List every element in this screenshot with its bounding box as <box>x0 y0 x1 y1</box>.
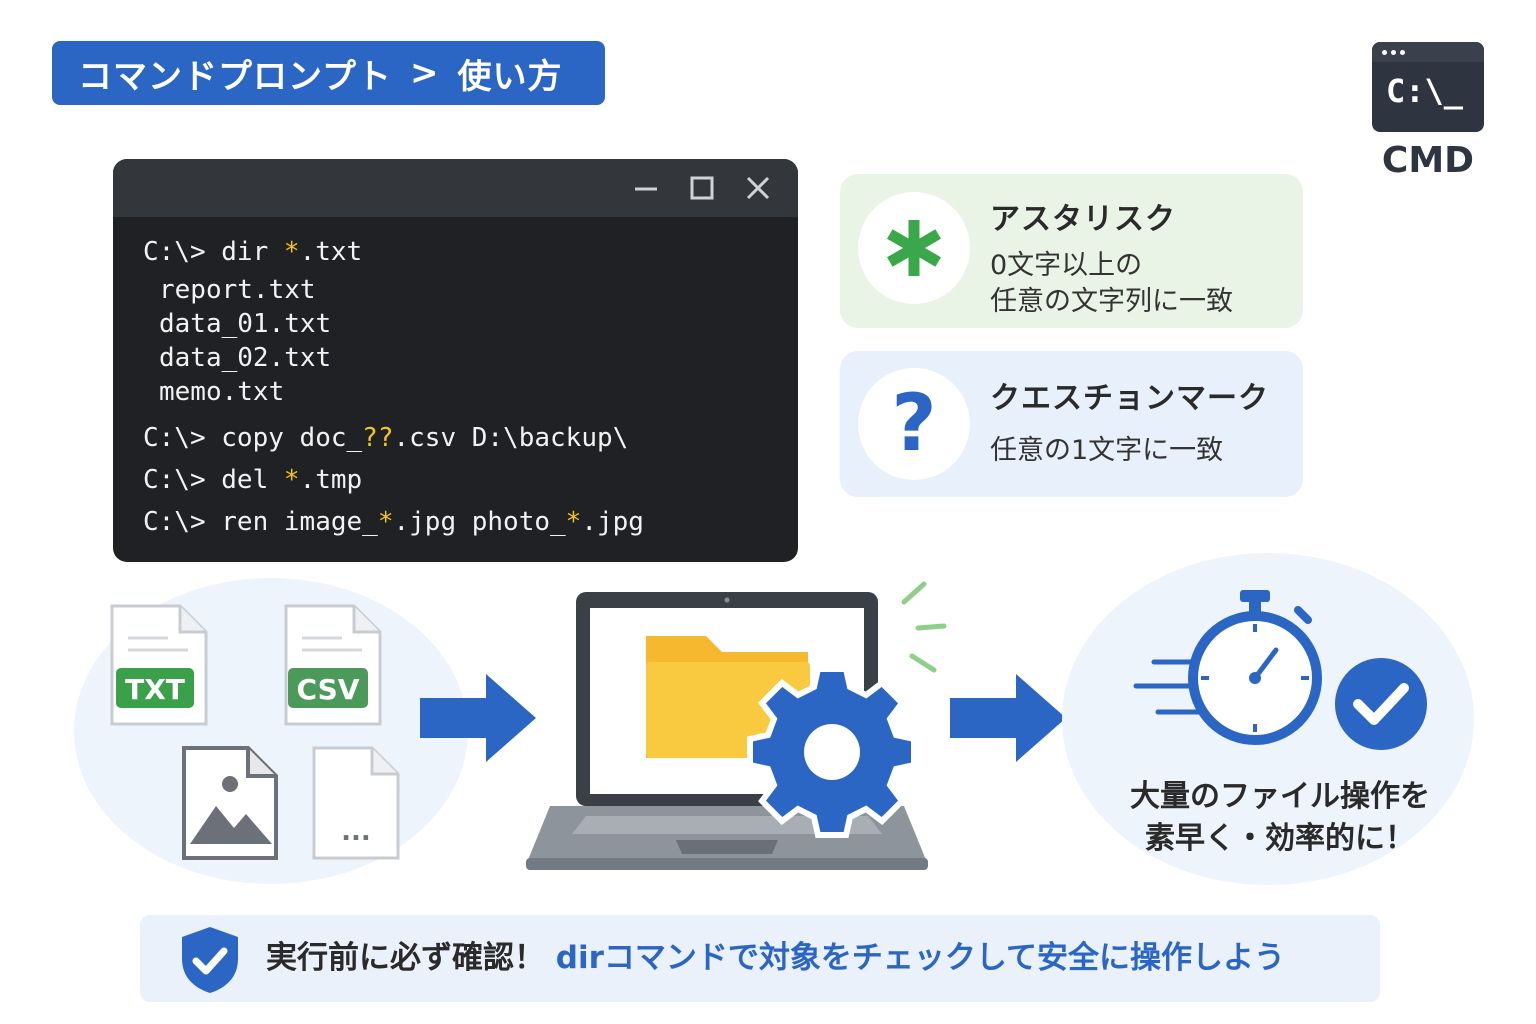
wildcard-asterisk: * <box>377 507 394 537</box>
question-icon-circle: ? <box>858 368 970 480</box>
terminal-body[interactable]: C:\> dir *.txt report.txt data_01.txt da… <box>113 217 798 543</box>
arrow-right-icon <box>420 674 536 762</box>
question-desc: 任意の1文字に一致 <box>990 435 1224 466</box>
txt-file-icon: TXT <box>110 604 208 726</box>
breadcrumb-parent[interactable]: コマンドプロンプト <box>78 56 392 97</box>
question-card: ? クエスチョンマーク 任意の1文字に一致 <box>840 351 1303 497</box>
terminal-output-line: report.txt <box>159 275 316 305</box>
wildcard-asterisk: * <box>283 237 300 267</box>
arrow-right-icon <box>950 674 1066 762</box>
laptop-illustration <box>526 581 947 870</box>
csv-file-icon: CSV <box>284 604 382 726</box>
terminal-output-line: memo.txt <box>159 377 285 407</box>
check-circle-icon <box>1335 658 1427 750</box>
terminal-line-del: C:\> del *.tmp <box>143 465 363 495</box>
terminal-window: C:\> dir *.txt report.txt data_01.txt da… <box>113 159 798 562</box>
cmd-icon-prompt: C:\_ <box>1386 72 1464 110</box>
csv-label: CSV <box>297 673 360 706</box>
maximize-icon[interactable] <box>689 175 715 201</box>
asterisk-heading: アスタリスク <box>990 202 1176 237</box>
cmd-label: CMD <box>1381 140 1475 181</box>
result-line1: 大量のファイル操作を <box>1130 779 1430 814</box>
breadcrumb: コマンドプロンプト > 使い方 <box>52 41 605 105</box>
wildcard-asterisk: * <box>565 507 582 537</box>
result-message: 大量のファイル操作を 素早く・効率的に！ <box>1080 776 1480 860</box>
gear-icon <box>747 666 917 838</box>
asterisk-desc-line1: 0文字以上の <box>990 250 1143 281</box>
result-line2: 素早く・効率的に！ <box>1145 821 1415 856</box>
terminal-line-dir: C:\> dir *.txt <box>143 237 363 267</box>
generic-file-icon: ... <box>312 746 400 860</box>
terminal-line-copy: C:\> copy doc_??.csv D:\backup\ <box>143 423 629 453</box>
asterisk-icon <box>887 220 941 276</box>
safety-tip-text: 実行前に必ず確認！ dirコマンドで対象をチェックして安全に操作しよう <box>266 915 1285 1002</box>
asterisk-icon-circle <box>858 192 970 304</box>
question-mark-icon: ? <box>891 379 937 469</box>
shield-check-icon <box>182 927 238 993</box>
cmd-icon-titlebar <box>1372 42 1484 62</box>
question-heading: クエスチョンマーク <box>990 381 1269 416</box>
page-title: 使い方 <box>457 56 563 97</box>
safety-warning: 実行前に必ず確認！ <box>266 940 545 976</box>
safety-tip-banner: 実行前に必ず確認！ dirコマンドで対象をチェックして安全に操作しよう <box>140 915 1380 1002</box>
asterisk-desc-line2: 任意の文字列に一致 <box>990 286 1233 317</box>
wildcard-asterisk: * <box>283 465 300 495</box>
close-icon[interactable] <box>745 175 771 201</box>
cmd-app-icon: C:\_ <box>1372 42 1484 132</box>
safety-tip: dirコマンドで対象をチェックして安全に操作しよう <box>555 940 1285 976</box>
terminal-titlebar <box>113 159 798 217</box>
breadcrumb-separator: > <box>409 53 440 93</box>
stopwatch-illustration <box>1133 590 1427 750</box>
txt-label: TXT <box>125 673 185 706</box>
image-file-icon <box>182 746 278 860</box>
terminal-output-line: data_01.txt <box>159 309 332 339</box>
more-files-label: ... <box>341 817 371 847</box>
wildcard-question: ?? <box>362 423 394 453</box>
minimize-icon[interactable] <box>633 175 659 201</box>
terminal-output-line: data_02.txt <box>159 343 332 373</box>
asterisk-card: アスタリスク 0文字以上の 任意の文字列に一致 <box>840 174 1303 328</box>
terminal-line-ren: C:\> ren image_*.jpg photo_*.jpg <box>143 507 644 537</box>
